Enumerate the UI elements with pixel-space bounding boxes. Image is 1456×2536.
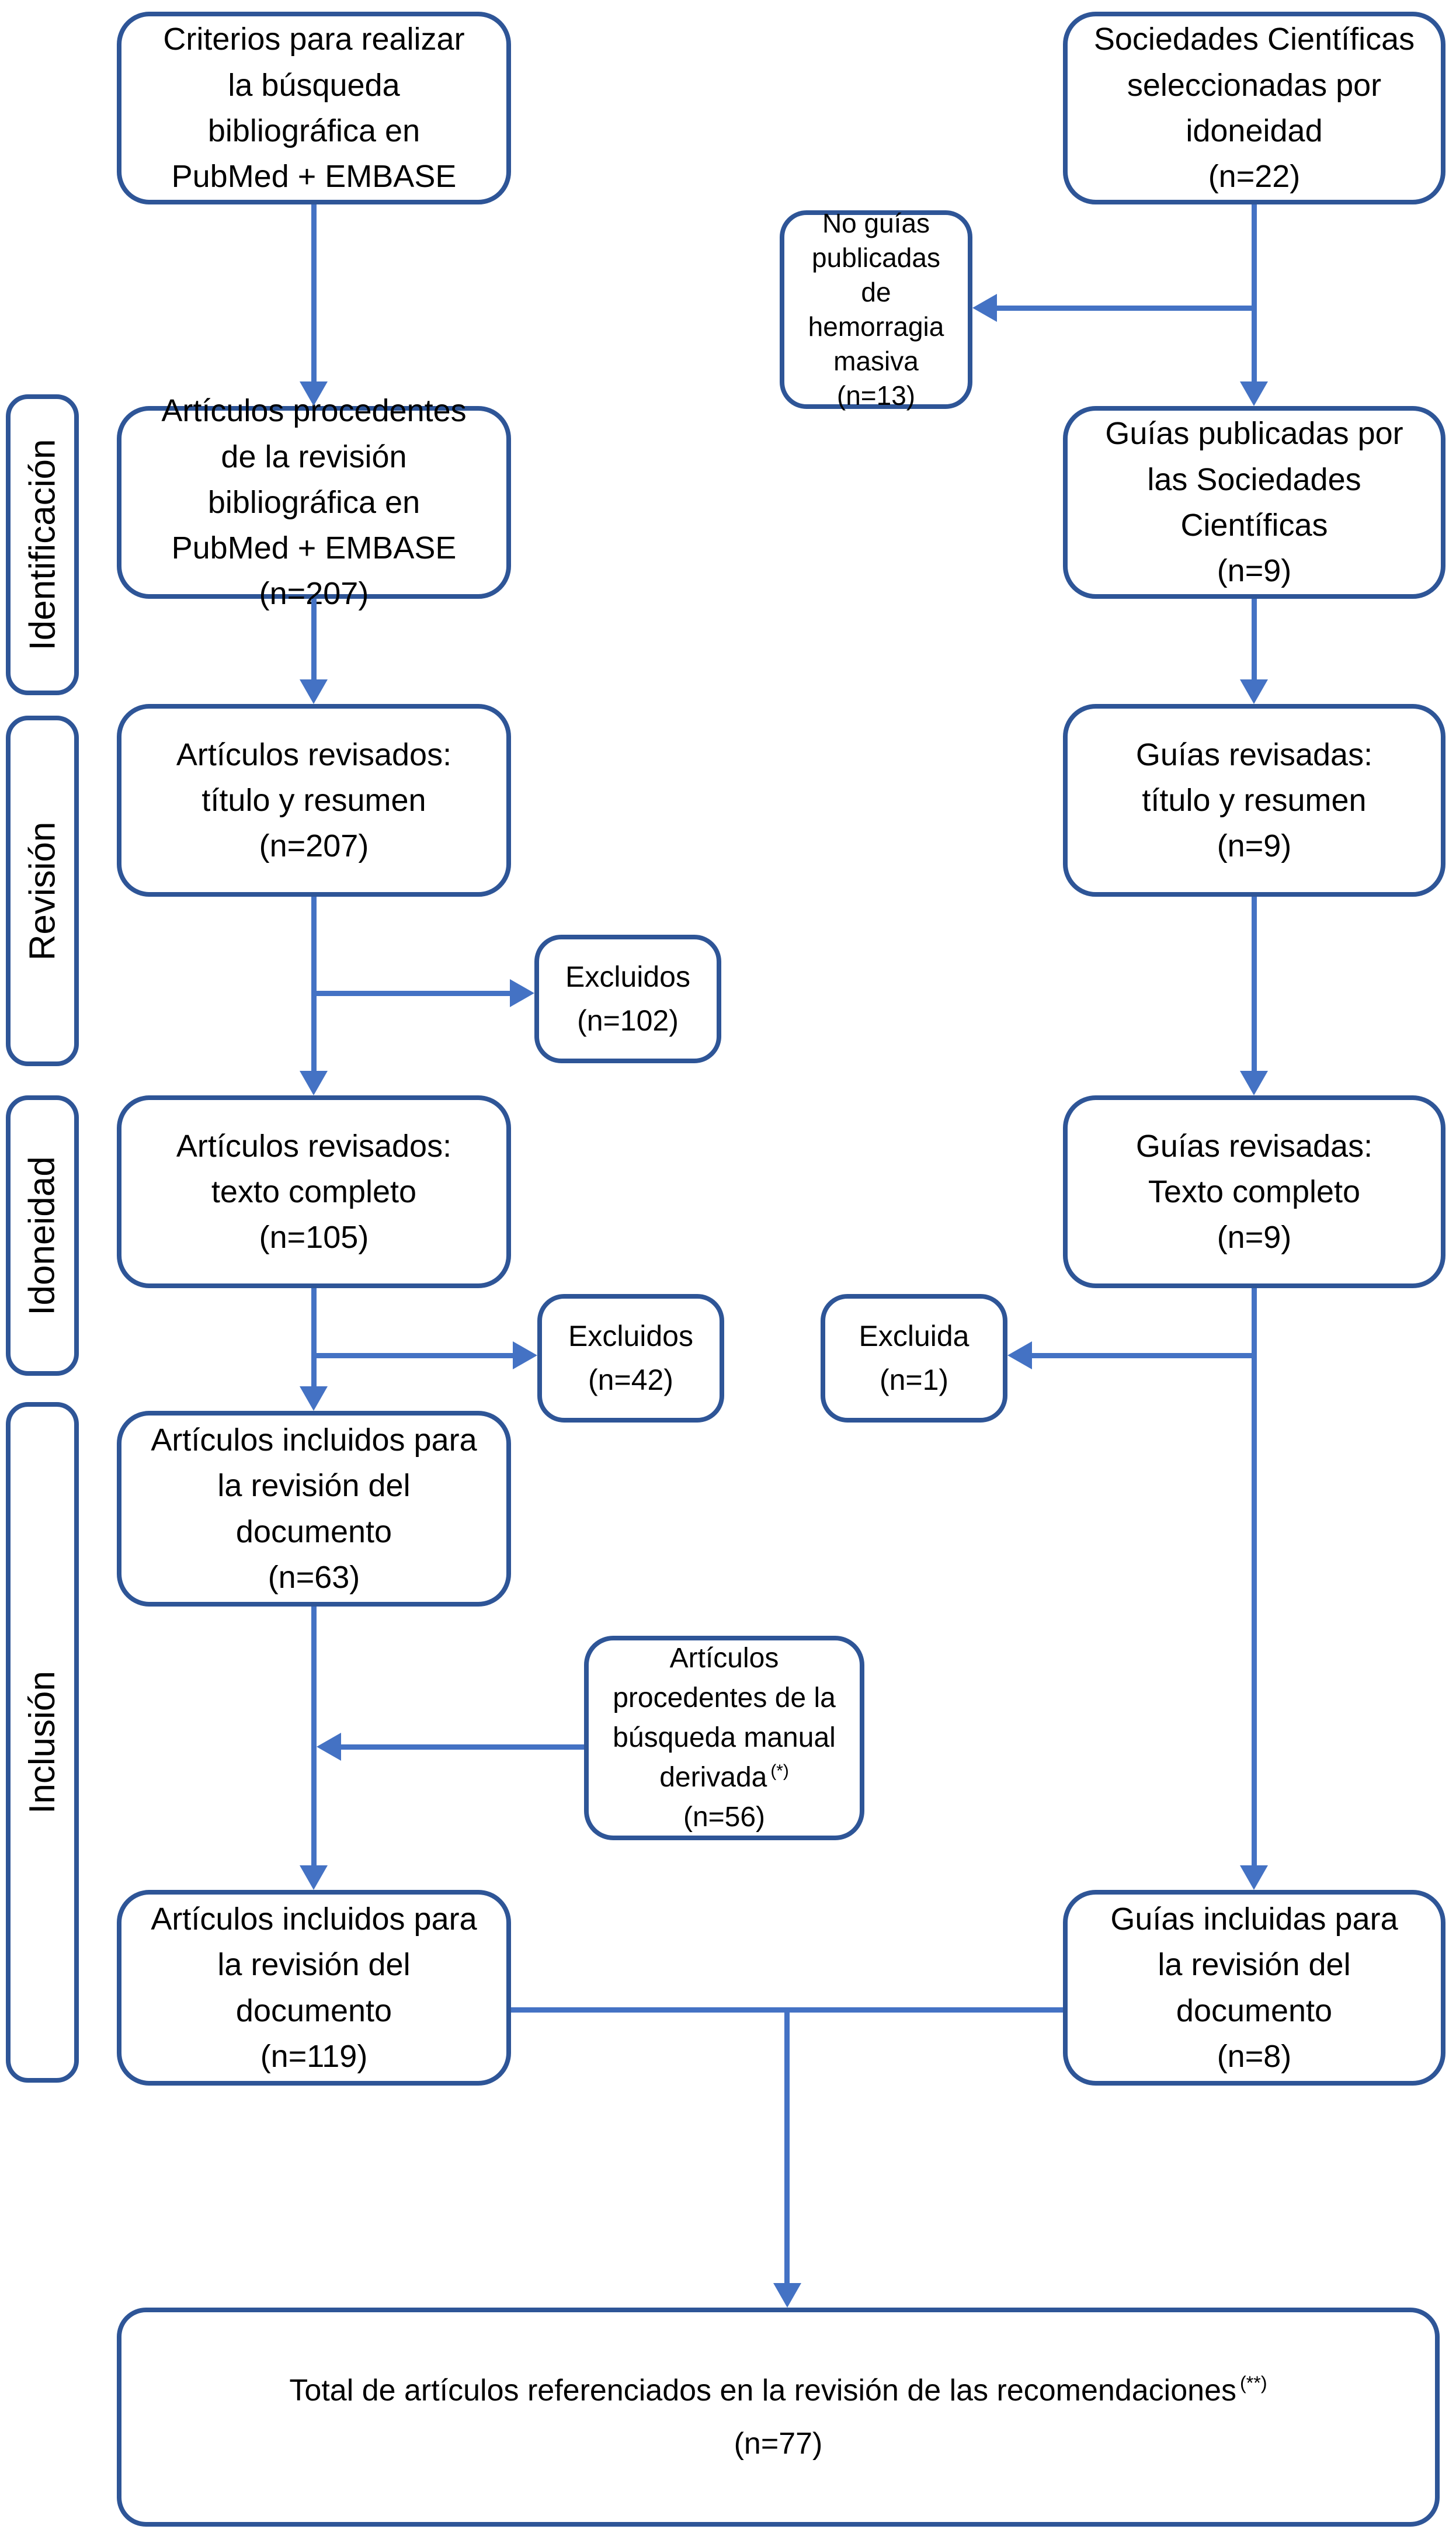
arrowhead-down-total [773, 2283, 801, 2308]
arrowhead-right-excluidos-102 [510, 979, 534, 1007]
box-articulos-revisados-titulo-text: Artículos revisados: título y resumen (n… [176, 737, 452, 864]
box-guias-incluidas-8-text: Guías incluidas para la revisión del doc… [1110, 1901, 1398, 2074]
box-articulos-incluidos-119: Artículos incluidos para la revisión del… [117, 1890, 511, 2086]
arrowhead-down-incluidos-119 [300, 1865, 328, 1890]
box-guias-publicadas-text: Guías publicadas por las Sociedades Cien… [1105, 416, 1403, 589]
box-busqueda-manual-sup: (*) [770, 1761, 789, 1781]
connector-branch-excluida-1 [1031, 1353, 1252, 1358]
connector-revisados-titulo-to-texto [311, 897, 317, 1072]
connector-branch-excluidos-42 [314, 1353, 513, 1358]
box-excluidos-42: Excluidos (n=42) [537, 1294, 724, 1423]
box-total-referenciados-n: (n=77) [734, 2426, 823, 2461]
box-guias-revisadas-titulo: Guías revisadas: título y resumen (n=9) [1063, 704, 1445, 897]
box-guias-publicadas: Guías publicadas por las Sociedades Cien… [1063, 406, 1445, 599]
box-no-guias-publicadas-text: No guías publicadas de hemorragia masiva… [808, 208, 944, 411]
connector-procedentes-to-revisados-titulo [311, 599, 317, 681]
box-criterios-busqueda: Criterios para realizar la búsqueda bibl… [117, 12, 511, 204]
box-guias-revisadas-texto: Guías revisadas: Texto completo (n=9) [1063, 1095, 1445, 1288]
box-articulos-incluidos-63-text: Artículos incluidos para la revisión del… [151, 1422, 477, 1595]
box-total-referenciados-text: Total de artículos referenciados en la r… [289, 2373, 1236, 2407]
arrowhead-down-publicadas [1240, 381, 1268, 406]
box-total-referenciados: Total de artículos referenciados en la r… [117, 2308, 1440, 2527]
box-excluidos-42-text: Excluidos (n=42) [568, 1320, 693, 1396]
stage-box-inclusion: Inclusión [6, 1402, 79, 2083]
stage-box-identificacion: Identificación [6, 394, 79, 695]
box-sociedades-cientificas-text: Sociedades Científicas seleccionadas por… [1093, 22, 1415, 195]
arrowhead-down-incluidos-63 [300, 1386, 328, 1411]
stage-label-inclusion: Inclusión [22, 1671, 63, 1814]
box-guias-revisadas-texto-text: Guías revisadas: Texto completo (n=9) [1135, 1128, 1373, 1255]
box-excluidos-102-text: Excluidos (n=102) [565, 960, 690, 1037]
connector-branch-no-guias [996, 306, 1252, 311]
connector-revisadas-texto-to-incluidas-8 [1252, 1288, 1257, 1867]
connector-sociedades-to-publicadas [1252, 204, 1257, 383]
box-guias-revisadas-titulo-text: Guías revisadas: título y resumen (n=9) [1135, 737, 1373, 864]
box-articulos-revisados-texto: Artículos revisados: texto completo (n=1… [117, 1095, 511, 1288]
box-busqueda-manual-line: Artículos procedentes de la búsqueda man… [613, 1639, 836, 1798]
stage-label-idoneidad: Idoneidad [22, 1156, 62, 1316]
arrowhead-down-revisadas-titulo [1240, 679, 1268, 704]
box-excluida-1: Excluida (n=1) [821, 1294, 1007, 1423]
box-articulos-procedentes-text: Artículos procedentes de la revisión bib… [161, 393, 467, 612]
box-excluida-1-text: Excluida (n=1) [859, 1320, 969, 1396]
arrowhead-down-revisados-titulo [300, 679, 328, 704]
box-guias-incluidas-8: Guías incluidas para la revisión del doc… [1063, 1890, 1445, 2086]
arrowhead-left-excluida-1 [1007, 1341, 1032, 1369]
arrowhead-down-procedentes [300, 381, 328, 406]
connector-revisadas-titulo-to-texto [1252, 897, 1257, 1072]
connector-criterios-to-procedentes [311, 204, 317, 383]
arrowhead-down-revisados-texto [300, 1071, 328, 1095]
box-busqueda-manual-n: (n=56) [683, 1802, 766, 1833]
arrowhead-left-no-guias [972, 294, 997, 322]
box-criterios-busqueda-text: Criterios para realizar la búsqueda bibl… [163, 22, 465, 195]
connector-branch-excluidos-102 [314, 991, 510, 996]
connector-busqueda-manual-to-spine [340, 1744, 584, 1750]
box-articulos-incluidos-63: Artículos incluidos para la revisión del… [117, 1411, 511, 1607]
arrowhead-left-busqueda-manual [317, 1733, 341, 1761]
connector-incluidos-63-to-119 [311, 1607, 317, 1867]
connector-merge-to-total [784, 2007, 790, 2283]
stage-label-revision: Revisión [22, 821, 62, 960]
box-total-referenciados-line1: Total de artículos referenciados en la r… [289, 2364, 1267, 2417]
stage-label-identificacion: Identificación [22, 439, 63, 651]
arrowhead-down-incluidas-8 [1240, 1865, 1268, 1890]
box-articulos-incluidos-119-text: Artículos incluidos para la revisión del… [151, 1901, 477, 2074]
box-articulos-procedentes: Artículos procedentes de la revisión bib… [117, 393, 511, 611]
box-total-referenciados-sup: (**) [1240, 2372, 1267, 2394]
arrowhead-down-revisadas-texto [1240, 1071, 1268, 1095]
stage-box-revision: Revisión [6, 716, 79, 1066]
box-articulos-revisados-titulo: Artículos revisados: título y resumen (n… [117, 704, 511, 897]
connector-publicadas-to-revisadas-titulo [1252, 599, 1257, 681]
arrowhead-right-excluidos-42 [513, 1341, 537, 1369]
stage-box-idoneidad: Idoneidad [6, 1095, 79, 1376]
box-articulos-revisados-texto-text: Artículos revisados: texto completo (n=1… [176, 1128, 452, 1255]
box-busqueda-manual: Artículos procedentes de la búsqueda man… [584, 1636, 864, 1840]
box-no-guias-publicadas: No guías publicadas de hemorragia masiva… [780, 208, 972, 411]
connector-revisados-texto-to-incluidos-63 [311, 1288, 317, 1387]
box-excluidos-102: Excluidos (n=102) [534, 935, 721, 1063]
box-sociedades-cientificas: Sociedades Científicas seleccionadas por… [1063, 12, 1445, 204]
box-busqueda-manual-text: Artículos procedentes de la búsqueda man… [613, 1642, 836, 1793]
